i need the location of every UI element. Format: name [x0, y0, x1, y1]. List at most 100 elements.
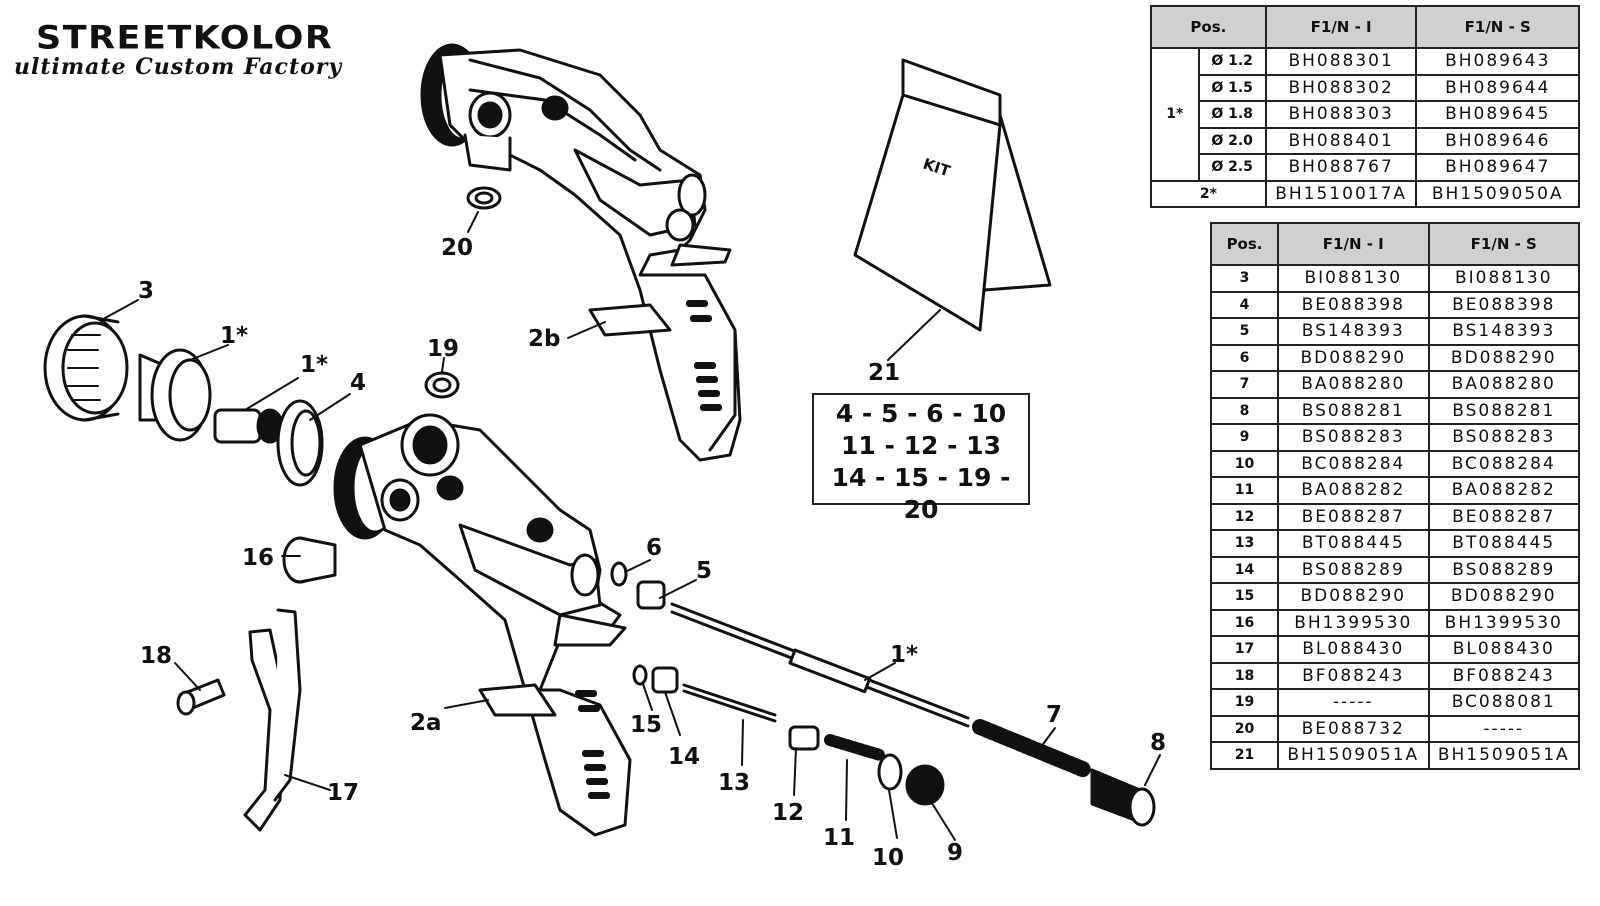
pos-cell: 3: [1209, 264, 1280, 293]
table-row: Ø 1.5 BH088302 BH089644: [1151, 73, 1580, 102]
kit-line-1: 4 - 5 - 6 - 10: [835, 399, 1007, 428]
spray-gun-body-2a: [333, 413, 632, 837]
diameter-cell: Ø 1.8: [1197, 100, 1267, 129]
spray-gun-body-2b: [420, 43, 742, 462]
pos-cell: 2*: [1150, 179, 1267, 208]
callout-label: 1*: [220, 323, 248, 349]
part-code-s: BL088430: [1427, 635, 1581, 664]
pos-cell: 18: [1209, 661, 1280, 690]
stem-part-13: [682, 683, 777, 723]
washer-part-10: [877, 753, 903, 791]
part-code-s: BE088287: [1427, 502, 1581, 531]
spring-part-7: [972, 719, 1093, 778]
callout-label: 1*: [300, 352, 328, 378]
spring-part-11: [824, 734, 886, 761]
part-code-i: BH1510017A: [1264, 179, 1418, 208]
pos-cell: 19: [1209, 688, 1280, 717]
piston-part-12: [788, 725, 820, 751]
callout-label: 17: [327, 780, 359, 806]
table-row: Ø 1.8 BH088303 BH089645: [1151, 100, 1580, 129]
part-code-i: BE088398: [1277, 290, 1430, 319]
part-code-i: BH088301: [1264, 47, 1418, 76]
brand-logo: STREETKOLOR: [36, 20, 334, 57]
header-f1n-s: F1/N - S: [1415, 5, 1580, 49]
part-code-s: BD088290: [1427, 582, 1581, 611]
part-code-s: BI088130: [1427, 264, 1581, 293]
air-cap-ring-part-3: [43, 314, 129, 422]
nut-part-14: [651, 666, 679, 694]
kit-contents-box: 4 - 5 - 6 - 10 11 - 12 - 13 14 - 15 - 19…: [812, 393, 1030, 524]
callout-label: 9: [947, 840, 963, 866]
part-code-s: BE088398: [1427, 290, 1581, 319]
table-row: 2* BH1510017A BH1509050A: [1150, 179, 1580, 208]
part-code-s: BH1509050A: [1415, 179, 1580, 208]
part-code-s: -----: [1427, 714, 1581, 743]
nozzle-size-table: Pos. F1/N - I F1/N - S 1* Ø 1.2 BH088301…: [1150, 5, 1580, 208]
part-code-i: BD088290: [1277, 582, 1430, 611]
part-code-i: BA088282: [1277, 476, 1430, 505]
group-pos-cell: 1*: [1150, 47, 1200, 182]
washer-part-6: [610, 561, 628, 587]
callout-label: 18: [140, 643, 172, 669]
ring-part-4: [276, 399, 324, 487]
pos-cell: 8: [1209, 396, 1280, 425]
oring-part-15: [632, 664, 648, 686]
pos-cell: 13: [1209, 529, 1280, 558]
pos-cell: 15: [1209, 582, 1280, 611]
callout-label: 7: [1046, 702, 1062, 728]
callout-label: 16: [242, 545, 274, 571]
part-code-i: BS088281: [1277, 396, 1430, 425]
part-code-i: BD088290: [1277, 343, 1430, 372]
callout-label: 11: [823, 825, 855, 851]
part-code-s: BA088280: [1427, 370, 1581, 399]
part-code-i: BH088767: [1264, 153, 1418, 182]
pos-cell: 4: [1209, 290, 1280, 319]
diameter-cell: Ø 2.5: [1197, 153, 1267, 182]
pos-cell: 21: [1209, 741, 1280, 770]
part-code-i: BS148393: [1277, 317, 1430, 346]
leader-lines: [104, 211, 1161, 841]
part-code-i: BE088732: [1277, 714, 1430, 743]
part-code-i: BI088130: [1277, 264, 1430, 293]
diameter-cell: Ø 1.2: [1197, 47, 1267, 76]
callout-label: 15: [630, 712, 662, 738]
part-code-s: BH089646: [1415, 126, 1580, 155]
part-code-i: BE088287: [1277, 502, 1430, 531]
callout-label: 3: [138, 278, 154, 304]
part-code-s: BF088243: [1427, 661, 1581, 690]
part-code-s: BH089645: [1415, 100, 1580, 129]
table-row: 19-----BC088081: [1209, 688, 1581, 717]
part-code-s: BS088281: [1427, 396, 1581, 425]
table-row: Ø 2.5 BH088767 BH089647: [1151, 153, 1580, 182]
part-code-s: BS088283: [1427, 423, 1581, 452]
fluid-nozzle-part-1: [213, 408, 284, 444]
part-code-s: BT088445: [1427, 529, 1581, 558]
part-code-s: BA088282: [1427, 476, 1581, 505]
part-code-s: BD088290: [1427, 343, 1581, 372]
pos-cell: 6: [1209, 343, 1280, 372]
pos-cell: 12: [1209, 502, 1280, 531]
part-code-s: BH1399530: [1427, 608, 1581, 637]
callout-label: 14: [668, 744, 700, 770]
callout-label: 1*: [890, 642, 918, 668]
callout-label: 5: [696, 558, 712, 584]
part-code-i: BF088243: [1277, 661, 1430, 690]
table-row: Ø 2.0 BH088401 BH089646: [1151, 126, 1580, 155]
pos-cell: 14: [1209, 555, 1280, 584]
callout-label: 2a: [410, 710, 442, 736]
cap-part-8: [1090, 768, 1156, 827]
